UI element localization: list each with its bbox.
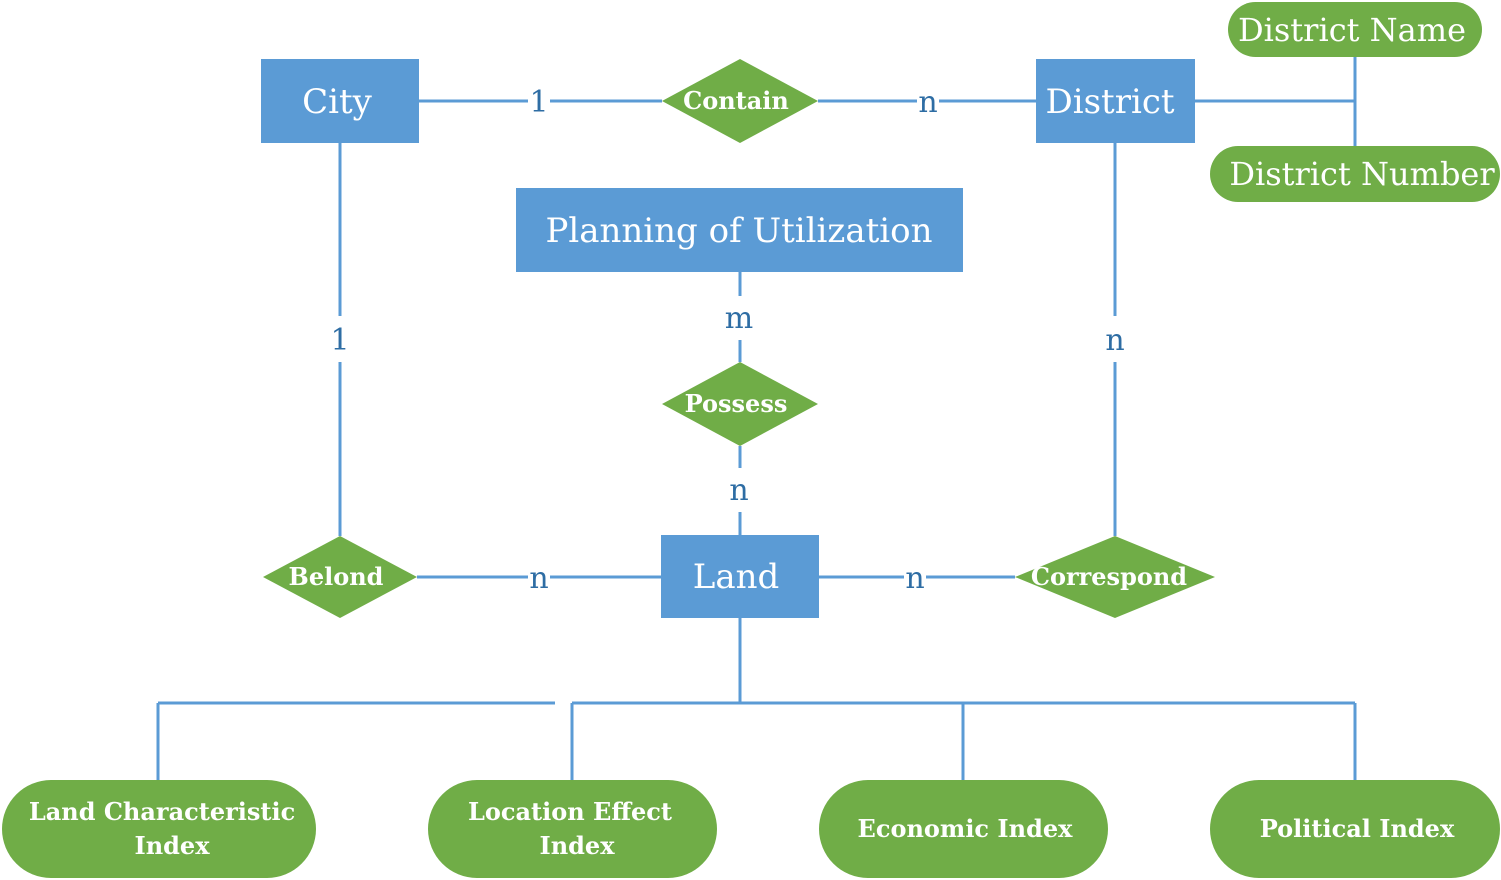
cardinality-planning-possess: m <box>725 301 753 336</box>
attribute-location-effect-index[interactable]: Location Effect Index <box>428 780 717 878</box>
entity-district-label: District <box>1045 82 1174 122</box>
relationship-contain-label: Contain <box>683 86 789 115</box>
entity-planning-label: Planning of Utilization <box>545 211 932 251</box>
attribute-location-effect-line2: Index <box>539 831 615 860</box>
attribute-district-number[interactable]: District Number <box>1210 146 1500 202</box>
relationship-belond-label: Belond <box>289 562 384 591</box>
cardinality-labels: 1 n m n 1 n n n <box>330 85 1124 596</box>
cardinality-district-correspond: n <box>1105 323 1124 358</box>
cardinality-city-belond: 1 <box>330 323 349 358</box>
relationship-correspond-label: Correspond <box>1031 562 1187 591</box>
attribute-district-name[interactable]: District Name <box>1228 2 1482 57</box>
attribute-location-effect-line1: Location Effect <box>468 797 672 826</box>
relationship-possess[interactable]: Possess <box>662 362 818 446</box>
entity-city[interactable]: City <box>261 59 419 143</box>
cardinality-possess-land: n <box>729 473 748 508</box>
entity-land-label: Land <box>693 557 780 597</box>
attribute-political-label: Political Index <box>1260 814 1455 843</box>
attribute-district-name-label: District Name <box>1238 11 1466 49</box>
entity-land[interactable]: Land <box>661 535 819 618</box>
entity-planning-of-utilization[interactable]: Planning of Utilization <box>516 188 963 272</box>
attribute-economic-label: Economic Index <box>858 814 1074 843</box>
attribute-land-characteristic-index[interactable]: Land Characteristic Index <box>2 780 316 878</box>
attribute-land-characteristic-line2: Index <box>134 831 210 860</box>
relationship-contain[interactable]: Contain <box>662 59 818 143</box>
cardinality-belond-land: n <box>529 561 548 596</box>
cardinality-contain-district: n <box>918 85 937 120</box>
relationship-belond[interactable]: Belond <box>263 536 417 618</box>
cardinality-city-contain: 1 <box>529 85 548 120</box>
attribute-district-number-label: District Number <box>1229 155 1495 193</box>
relationship-possess-label: Possess <box>685 389 788 418</box>
relationship-correspond[interactable]: Correspond <box>1015 536 1215 618</box>
entity-city-label: City <box>302 82 373 122</box>
cardinality-land-correspond: n <box>905 561 924 596</box>
attribute-political-index[interactable]: Political Index <box>1210 780 1500 878</box>
attribute-economic-index[interactable]: Economic Index <box>819 780 1108 878</box>
attribute-land-characteristic-line1: Land Characteristic <box>29 797 295 826</box>
connector-lines <box>156 57 1357 780</box>
entity-district[interactable]: District <box>1036 59 1195 143</box>
